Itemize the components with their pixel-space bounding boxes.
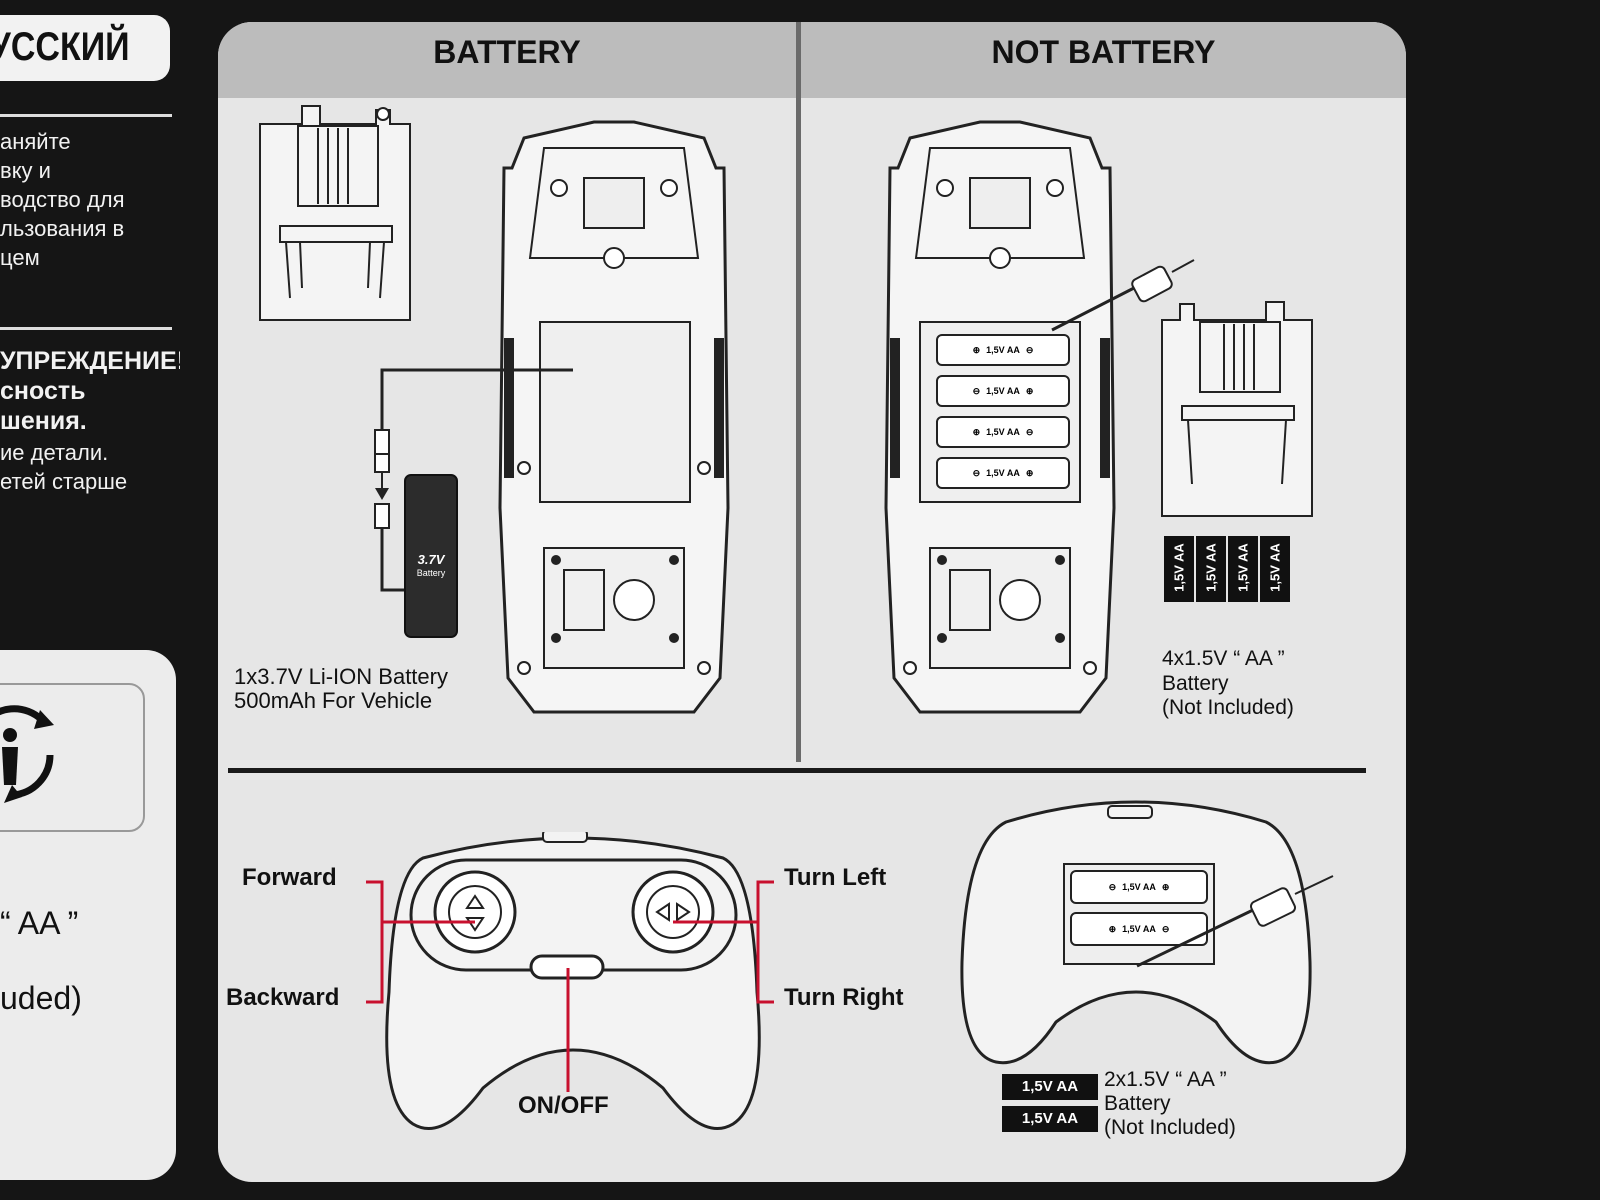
instruction-line: водство для <box>0 187 125 212</box>
left-column: УССКИЙ аняйте вку и водство для льзовани… <box>0 0 180 1200</box>
aa-battery: 1,5V AA <box>1196 536 1226 602</box>
battery-note-text: uded) <box>0 980 82 1016</box>
battery-wiring <box>374 368 573 592</box>
recycle-icon <box>0 705 54 803</box>
aa-caption-line1: 4x1.5V “ AA ” <box>1162 647 1285 670</box>
aa-battery: 1,5V AA <box>1260 536 1290 602</box>
divider <box>0 327 172 330</box>
remote-cell-label: 1,5V AA <box>1122 924 1156 934</box>
battery-pack-voltage: 3.7V <box>417 552 445 567</box>
aa-cell-label: 1,5V AA <box>986 468 1020 478</box>
remote-aa-badge: 1,5V AA <box>1002 1074 1098 1100</box>
li-ion-battery-pack: 3.7V Battery <box>404 474 458 638</box>
battery-cover-plate <box>259 105 411 321</box>
controller-diagram <box>385 832 761 1130</box>
warning-heading: шения. <box>0 407 87 435</box>
aa-cell: ⊖1,5V AA⊕ <box>936 457 1070 489</box>
remote-aa-badge: 1,5V AA <box>1002 1106 1098 1132</box>
remote-caption-line3: (Not Included) <box>1104 1116 1236 1139</box>
on-off-label: ON/OFF <box>518 1092 609 1119</box>
remote-cell-label: 1,5V AA <box>1122 882 1156 892</box>
warning-heading: УПРЕЖДЕНИЕ! <box>0 347 180 375</box>
aa-cell: ⊕1,5V AA⊖ <box>936 334 1070 366</box>
li-ion-caption-line2: 500mAh For Vehicle <box>234 688 433 713</box>
aa-caption-line3: (Not Included) <box>1162 696 1294 719</box>
remote-caption-line2: Battery <box>1104 1092 1171 1115</box>
instruction-line: цем <box>0 245 40 270</box>
controller-leader-lines <box>366 880 774 1092</box>
aa-battery-label: 1,5V AA <box>1235 543 1251 592</box>
aa-cell-label: 1,5V AA <box>986 386 1020 396</box>
li-ion-caption-line1: 1x3.7V Li-ION Battery <box>234 664 448 689</box>
instruction-line: льзования в <box>0 216 125 241</box>
instruction-line: аняйте <box>0 129 71 154</box>
battery-pack-label: Battery <box>416 568 446 578</box>
remote-caption-line1: 2x1.5V “ AA ” <box>1104 1068 1227 1091</box>
warning-heading: сность <box>0 377 86 405</box>
info-box <box>0 650 176 1180</box>
battery-type-text: “ AA ” <box>0 905 79 941</box>
forward-label: Forward <box>242 864 337 891</box>
not-battery-title: NOT BATTERY <box>991 34 1216 70</box>
divider <box>0 114 172 117</box>
instruction-panel: BATTERY NOT BATTERY <box>218 22 1406 1182</box>
turn-right-label: Turn Right <box>784 984 904 1011</box>
warning-text: ие детали. <box>0 440 109 465</box>
aa-cell: ⊕1,5V AA⊖ <box>936 416 1070 448</box>
remote-screwdriver-icon <box>1136 875 1334 968</box>
vertical-divider <box>796 22 801 762</box>
aa-battery: 1,5V AA <box>1228 536 1258 602</box>
warning-text: етей старше <box>0 469 128 494</box>
aa-cell-label: 1,5V AA <box>986 427 1020 437</box>
aa-battery: 1,5V AA <box>1164 536 1194 602</box>
aa-cell: ⊖1,5V AA⊕ <box>936 375 1070 407</box>
backward-label: Backward <box>226 984 340 1011</box>
vehicle-chassis-battery <box>498 120 730 714</box>
aa-battery-label: 1,5V AA <box>1267 543 1283 592</box>
not-battery-header: NOT BATTERY <box>801 22 1406 98</box>
remote-aa-cell: ⊖1,5V AA⊕ <box>1070 870 1208 904</box>
aa-cover-plate <box>1161 301 1313 517</box>
aa-battery-label: 1,5V AA <box>1203 543 1219 592</box>
language-tab: УССКИЙ <box>0 15 170 81</box>
aa-battery-label: 1,5V AA <box>1171 543 1187 592</box>
remote-aa-cell: ⊕1,5V AA⊖ <box>1070 912 1208 946</box>
language-label: УССКИЙ <box>0 25 130 69</box>
battery-header: BATTERY <box>218 22 796 98</box>
battery-title: BATTERY <box>433 34 581 70</box>
turn-left-label: Turn Left <box>784 864 887 891</box>
screwdriver-icon <box>1051 259 1195 332</box>
recycle-box <box>0 683 145 832</box>
aa-caption-line2: Battery <box>1162 672 1229 695</box>
aa-cell-label: 1,5V AA <box>986 345 1020 355</box>
horizontal-divider <box>228 768 1366 773</box>
instruction-line: вку и <box>0 158 51 183</box>
